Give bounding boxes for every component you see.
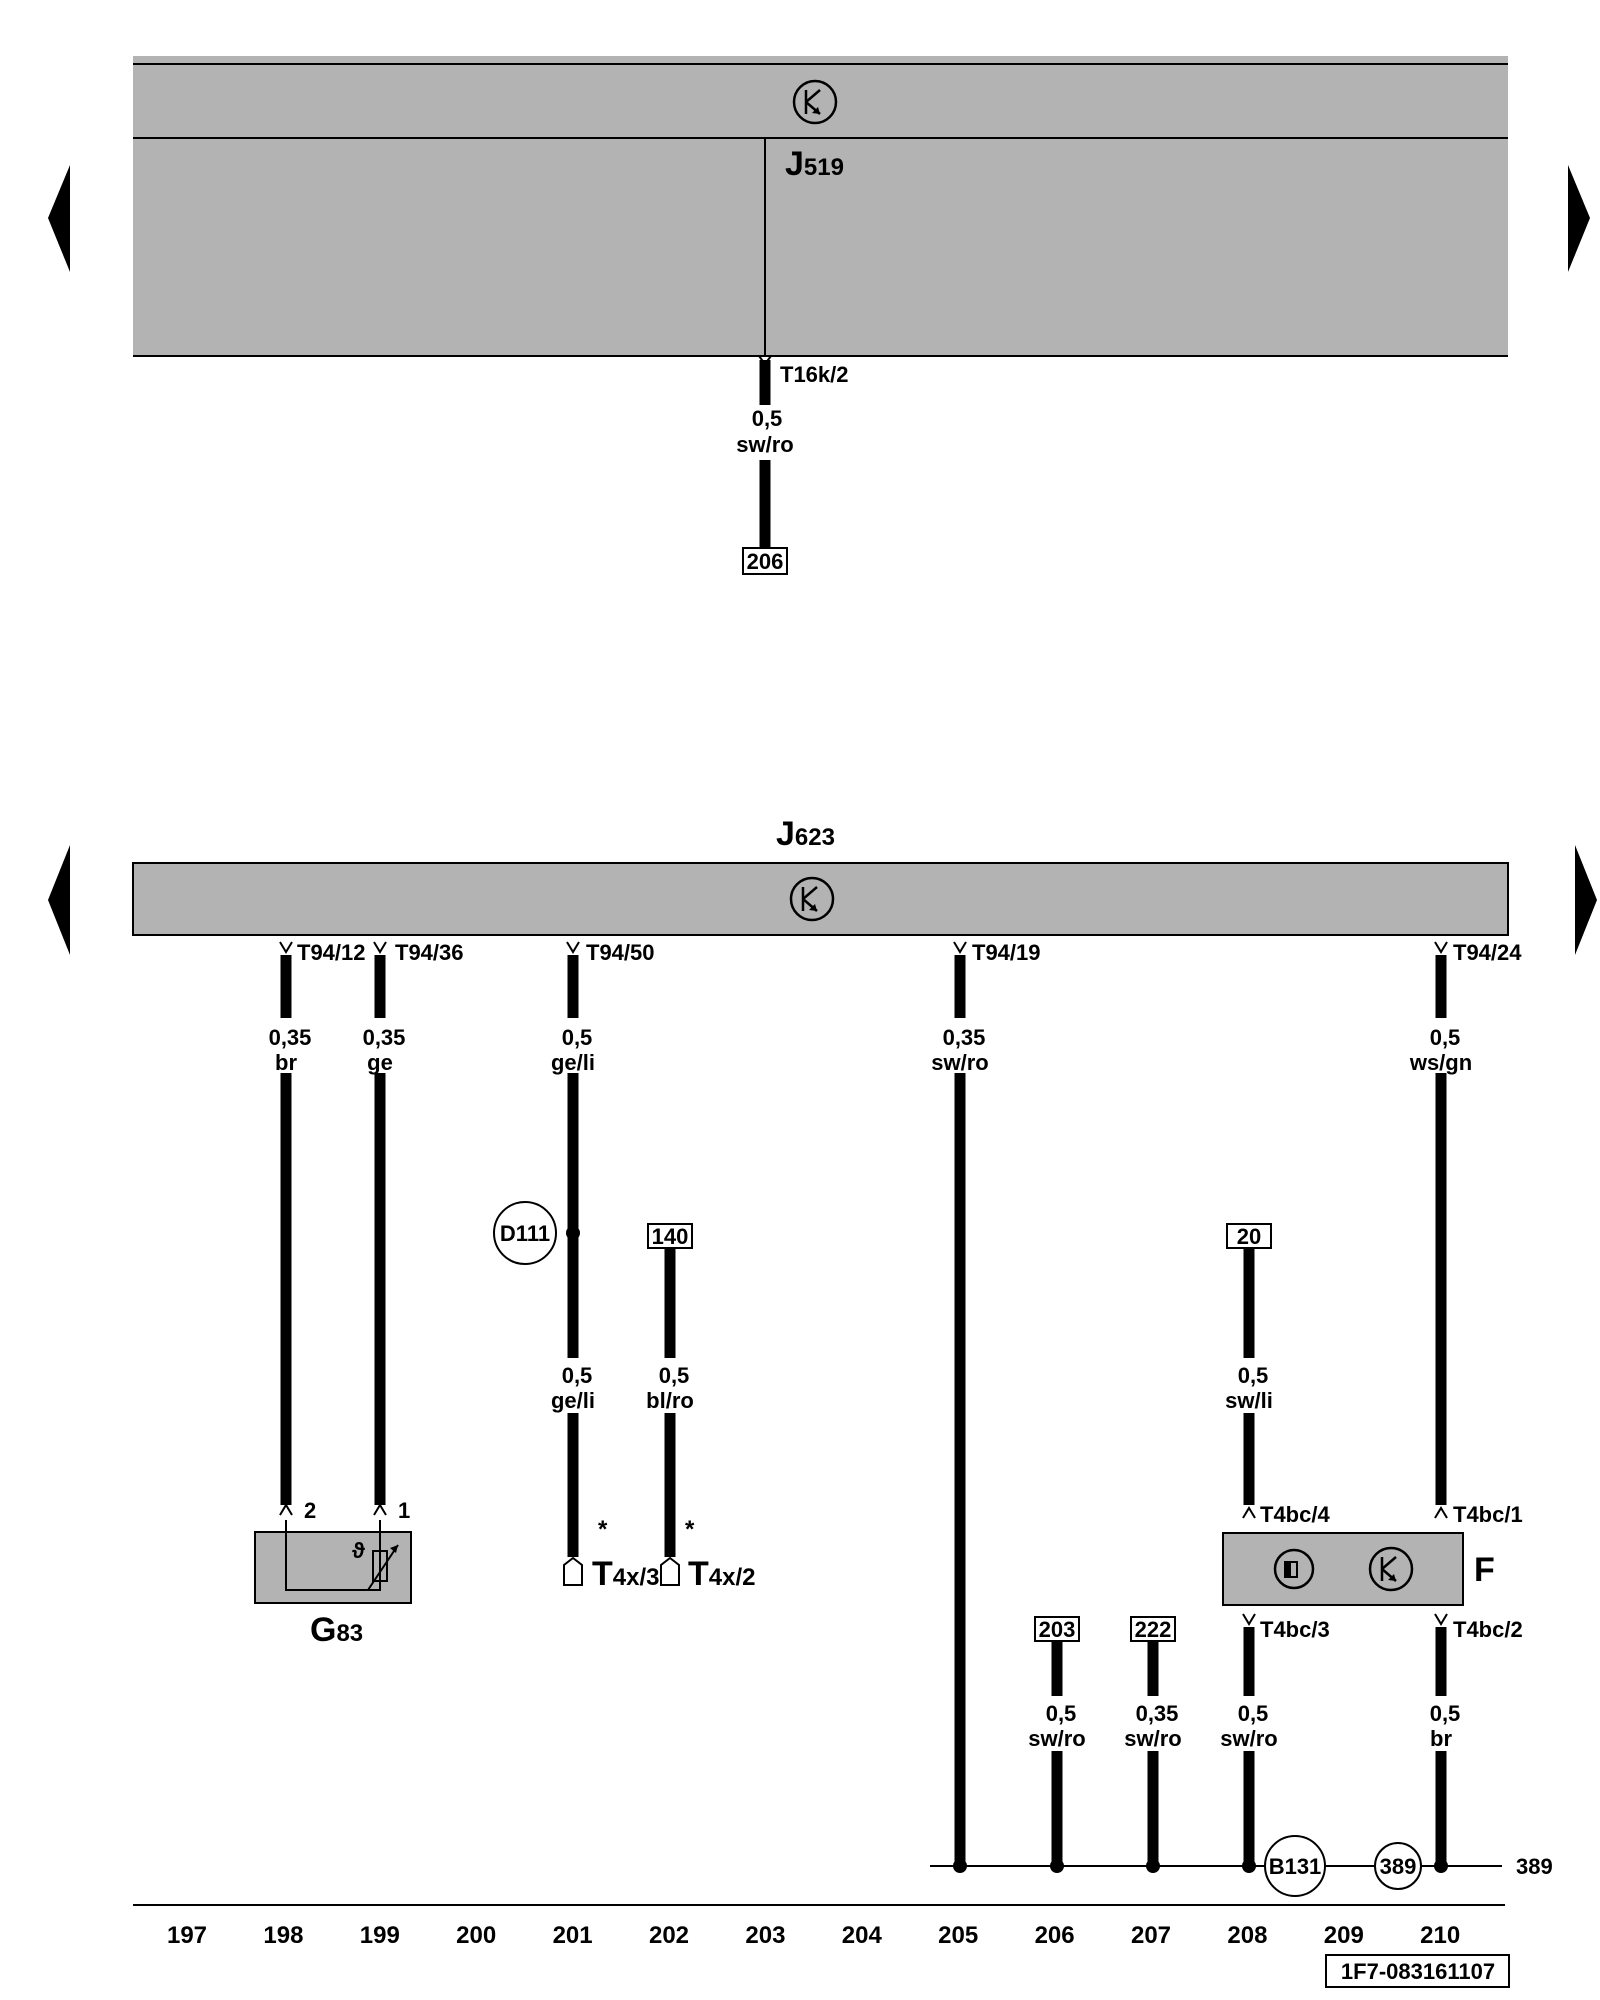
ref-box-206[interactable]: 206	[747, 549, 784, 574]
temperature-sensor-icon: ϑ	[352, 1538, 399, 1591]
wire-color: ge/li	[551, 1388, 595, 1413]
column-number: 206	[1035, 1922, 1075, 1949]
pin-label: T94/36	[395, 940, 464, 965]
sensor-g83: ϑ G83	[254, 1520, 412, 1649]
j623-label: J623	[776, 815, 835, 853]
f-label: F	[1474, 1551, 1495, 1589]
ref-box-203[interactable]: 203	[1039, 1617, 1076, 1642]
column-number: 200	[456, 1922, 496, 1949]
pin-label: T94/19	[972, 940, 1041, 965]
j519-label: J519	[785, 145, 844, 183]
pin-label: T94/12	[297, 940, 366, 965]
wire-size: 0,5	[659, 1363, 690, 1388]
asterisk-note: *	[598, 1516, 608, 1543]
pin-label: T4bc/1	[1453, 1502, 1523, 1527]
control-unit-j519: J519	[133, 56, 1508, 357]
pin-label: T16k/2	[780, 362, 849, 387]
column-number: 210	[1420, 1922, 1460, 1949]
column-number: 197	[167, 1922, 207, 1949]
wire-color: sw/li	[1225, 1388, 1273, 1413]
electronic-unit-icon	[792, 79, 838, 125]
switch-f: F	[1222, 1532, 1495, 1606]
ref-box-222[interactable]: 222	[1135, 1617, 1172, 1642]
pin-label: 2	[304, 1498, 316, 1523]
wire-size: 0,35	[363, 1025, 406, 1050]
wire-j519-206: T16k/2 0,5 sw/ro 206	[736, 355, 849, 575]
wire-size: 0,35	[1136, 1701, 1179, 1726]
wire-color: ge/li	[551, 1050, 595, 1075]
wire-color: br	[1430, 1726, 1452, 1751]
pin-label: T94/50	[586, 940, 655, 965]
pin-label: T4bc/3	[1260, 1617, 1330, 1642]
wire-199: T94/36 0,35 ge 1	[363, 940, 464, 1523]
electronic-unit-icon	[789, 876, 835, 922]
column-number: 205	[938, 1922, 978, 1949]
prev-page-arrow-bottom[interactable]	[48, 845, 70, 955]
wire-207: 222 0,35 sw/ro	[1124, 1616, 1182, 1870]
connector-t4x2: T4x/2	[688, 1555, 756, 1593]
ground-point-b131[interactable]: B131	[1269, 1854, 1322, 1879]
wire-size: 0,5	[1430, 1025, 1461, 1050]
wire-210: T94/24 0,5 ws/gn T4bc/1 T4bc/2 0,5 br	[1409, 940, 1523, 1870]
lamp-icon	[1273, 1548, 1315, 1590]
column-number: 208	[1227, 1922, 1267, 1949]
wire-color: sw/ro	[736, 432, 793, 457]
wire-size: 0,35	[943, 1025, 986, 1050]
wire-color: sw/ro	[1028, 1726, 1085, 1751]
wire-202: 140 0,5 bl/ro * T4x/2	[646, 1223, 756, 1593]
wire-color: sw/ro	[1220, 1726, 1277, 1751]
column-number: 207	[1131, 1922, 1171, 1949]
column-numbers: 197 198 199 200 201 202 203 204 205 206 207 208 209 2…	[167, 1922, 1460, 1949]
wire-color: sw/ro	[931, 1050, 988, 1075]
prev-page-arrow-top[interactable]	[48, 165, 70, 272]
pin-label: 1	[398, 1498, 410, 1523]
column-number: 201	[553, 1922, 593, 1949]
wire-size: 0,5	[1430, 1701, 1461, 1726]
wire-color: sw/ro	[1124, 1726, 1181, 1751]
wire-size: 0,5	[562, 1025, 593, 1050]
wire-198: T94/12 0,35 br 2	[269, 940, 366, 1523]
column-number: 204	[842, 1922, 883, 1949]
wire-color: ws/gn	[1409, 1050, 1472, 1075]
asterisk-note: *	[685, 1516, 695, 1543]
wire-size: 0,5	[1046, 1701, 1077, 1726]
diagram-id: 1F7-083161107	[1341, 1959, 1495, 1984]
connection-d111[interactable]: D111	[500, 1221, 550, 1246]
control-unit-j623	[132, 862, 1509, 936]
wire-color: br	[275, 1050, 297, 1075]
ref-box-140[interactable]: 140	[652, 1224, 689, 1249]
wire-size: 0,5	[562, 1363, 593, 1388]
next-page-arrow-top[interactable]	[1568, 165, 1590, 272]
wire-size: 0,5	[1238, 1701, 1269, 1726]
wire-size: 0,5	[752, 406, 783, 431]
pin-label: T94/24	[1453, 940, 1522, 965]
wire-206: 203 0,5 sw/ro	[1028, 1616, 1086, 1870]
pin-label: T4bc/2	[1453, 1617, 1523, 1642]
column-number: 202	[649, 1922, 689, 1949]
column-number: 198	[263, 1922, 303, 1949]
wire-201: T94/50 0,5 ge/li D111 0,5 ge/li * T4x/3	[493, 940, 660, 1593]
wire-size: 0,35	[269, 1025, 312, 1050]
wire-208: 20 0,5 sw/li T4bc/4 T4bc/3 0,5 sw/ro	[1220, 1223, 1330, 1870]
wire-size: 0,5	[1238, 1363, 1269, 1388]
ref-box-20[interactable]: 20	[1237, 1224, 1261, 1249]
wire-color: bl/ro	[646, 1388, 694, 1413]
wire-205: T94/19 0,35 sw/ro	[931, 940, 1041, 1870]
ground-ref-label: 389	[1516, 1854, 1553, 1879]
electronic-unit-icon	[1368, 1546, 1414, 1592]
next-page-arrow-bottom[interactable]	[1575, 845, 1597, 955]
ground-bus: B131 389 389	[930, 1835, 1553, 1897]
pin-label: T4bc/4	[1260, 1502, 1330, 1527]
ground-point-389[interactable]: 389	[1380, 1854, 1417, 1879]
column-number: 203	[745, 1922, 785, 1949]
column-number: 209	[1324, 1922, 1364, 1949]
column-number: 199	[360, 1922, 400, 1949]
g83-label: G83	[310, 1611, 363, 1649]
connector-t4x3: T4x/3	[592, 1555, 660, 1593]
svg-text:ϑ: ϑ	[352, 1538, 365, 1563]
wire-color: ge	[367, 1050, 393, 1075]
